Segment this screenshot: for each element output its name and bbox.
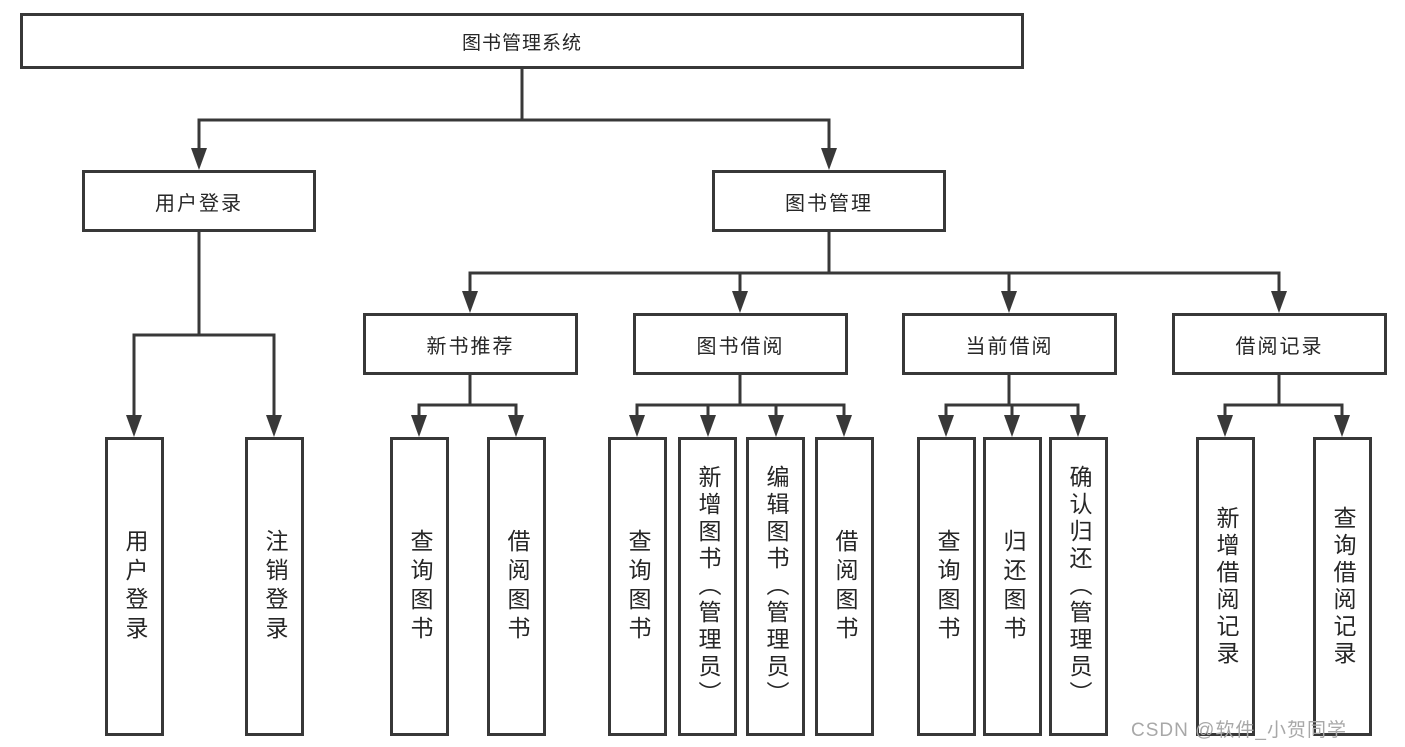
leaf-label: 查询图书 (934, 528, 960, 645)
leaf-add-borrow-record: 新增借阅记录 (1196, 437, 1255, 736)
node-user-login: 用户登录 (82, 170, 316, 232)
edges-borrow-records-to-leaves (1217, 375, 1350, 437)
leaf-label: 注销登录 (262, 528, 288, 645)
node-borrow-records: 借阅记录 (1172, 313, 1387, 375)
leaf-borrow-books-recommend: 借阅图书 (487, 437, 546, 736)
leaf-label: 查询图书 (625, 528, 651, 645)
csdn-watermark: CSDN @软件_小贺同学 (1131, 720, 1347, 741)
leaf-borrow-books: 借阅图书 (815, 437, 874, 736)
leaf-user-login: 用户登录 (105, 437, 164, 736)
edges-book-borrow-to-leaves (629, 375, 852, 437)
node-label: 当前借阅 (965, 335, 1054, 358)
leaf-query-books-recommend: 查询图书 (390, 437, 449, 736)
leaf-confirm-return-admin: 确认归还（管理员） (1049, 437, 1108, 736)
leaf-add-books-admin: 新增图书（管理员） (678, 437, 737, 736)
leaf-edit-books-admin: 编辑图书（管理员） (746, 437, 805, 736)
node-new-book-recommend: 新书推荐 (363, 313, 578, 375)
leaf-label: 查询图书 (407, 528, 433, 645)
leaf-label: 新增图书（管理员） (695, 465, 721, 708)
node-book-borrow: 图书借阅 (633, 313, 848, 375)
leaf-label: 确认归还（管理员） (1066, 465, 1092, 708)
leaf-label: 借阅图书 (832, 528, 858, 645)
leaf-label: 查询借阅记录 (1330, 505, 1356, 668)
leaf-label: 编辑图书（管理员） (763, 465, 789, 708)
leaf-query-borrow-record: 查询借阅记录 (1313, 437, 1372, 736)
leaf-label: 新增借阅记录 (1213, 505, 1239, 668)
edges-book-management-to-level3 (462, 232, 1287, 313)
leaf-label: 用户登录 (122, 528, 148, 645)
edges-current-borrow-to-leaves (938, 375, 1086, 437)
leaf-logout: 注销登录 (245, 437, 304, 736)
node-label: 新书推荐 (426, 335, 515, 358)
leaf-label: 借阅图书 (504, 528, 530, 645)
leaf-return-books: 归还图书 (983, 437, 1042, 736)
node-label: 借阅记录 (1235, 335, 1324, 358)
node-label: 图书借阅 (696, 335, 785, 358)
leaf-query-books-borrow: 查询图书 (608, 437, 667, 736)
leaf-label: 归还图书 (1000, 528, 1026, 645)
node-book-management: 图书管理 (712, 170, 946, 232)
edges-root-to-level2 (191, 69, 837, 170)
node-current-borrow: 当前借阅 (902, 313, 1117, 375)
node-label: 用户登录 (155, 192, 243, 215)
leaf-query-books-current: 查询图书 (917, 437, 976, 736)
edges-user-login-to-leaves (126, 232, 282, 437)
node-library-management-system: 图书管理系统 (20, 13, 1024, 69)
node-label: 图书管理系统 (461, 32, 582, 54)
edges-new-book-to-leaves (411, 375, 524, 437)
node-label: 图书管理 (785, 192, 873, 215)
